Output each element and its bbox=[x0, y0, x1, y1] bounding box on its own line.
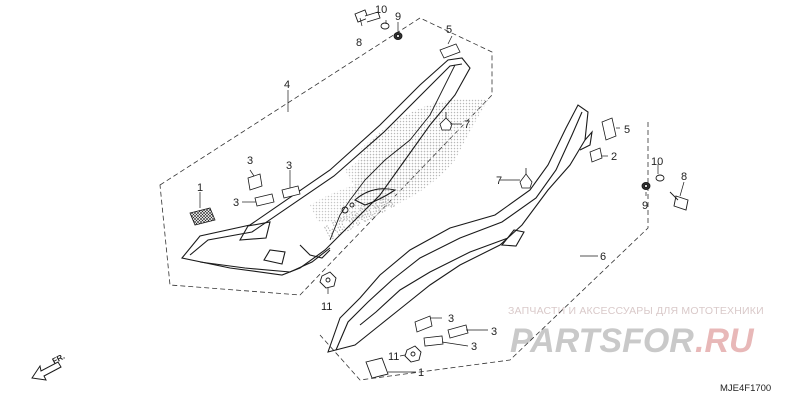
callout-3-e: 3 bbox=[491, 326, 497, 338]
callout-11-left: 11 bbox=[321, 301, 332, 313]
part-3-pad-b bbox=[281, 185, 301, 199]
callout-3-c: 3 bbox=[233, 197, 239, 209]
right-side-cover bbox=[327, 104, 593, 353]
callout-7-mid: 7 bbox=[496, 175, 502, 187]
callout-2: 2 bbox=[611, 151, 617, 163]
honda-wing-emblem: HONDA bbox=[310, 98, 488, 245]
callout-6: 6 bbox=[600, 251, 606, 263]
callout-1-left: 1 bbox=[197, 182, 203, 194]
diagram-code: MJE4F1700 bbox=[720, 383, 771, 394]
callout-3-d: 3 bbox=[448, 313, 454, 325]
part-10-collar-top bbox=[380, 22, 390, 30]
callout-3-f: 3 bbox=[471, 341, 477, 353]
left-side-cover bbox=[181, 57, 471, 276]
callout-4: 4 bbox=[284, 79, 290, 91]
watermark-tagline: ЗАПЧАСТИ И АКСЕССУАРЫ ДЛЯ МОТОТЕХНИКИ bbox=[508, 305, 764, 317]
watermark-brand: PARTSFOR bbox=[510, 322, 694, 360]
front-direction-arrow: FR. bbox=[31, 352, 67, 381]
callout-10-top: 10 bbox=[375, 4, 387, 16]
group-frame-right bbox=[319, 122, 649, 381]
part-5-pad-right bbox=[601, 117, 617, 141]
callout-7-top: 7 bbox=[464, 119, 470, 131]
watermark: ЗАПЧАСТИ И АКСЕССУАРЫ ДЛЯ МОТОТЕХНИКИ PA… bbox=[508, 305, 764, 360]
part-7-clip-mid bbox=[519, 168, 533, 189]
part-7-clip-top bbox=[439, 112, 453, 131]
part-11-nut-bottom bbox=[404, 345, 422, 363]
watermark-brand-suffix: .RU bbox=[695, 322, 755, 360]
callout-9-right: 9 bbox=[642, 200, 648, 212]
callout-3-b: 3 bbox=[286, 160, 292, 172]
part-1-mesh-pad-left bbox=[189, 207, 216, 226]
part-3-pad-e bbox=[447, 324, 469, 339]
callout-10-right: 10 bbox=[651, 156, 663, 168]
callout-11-bottom: 11 bbox=[388, 351, 399, 363]
callout-5-right: 5 bbox=[624, 124, 630, 136]
front-direction-label: FR. bbox=[51, 352, 67, 366]
part-3-pad-d bbox=[414, 315, 433, 333]
part-9-grommet-right bbox=[641, 182, 651, 190]
callout-5-top: 5 bbox=[446, 24, 452, 36]
part-3-pad-a bbox=[247, 173, 263, 191]
part-5-pad-top bbox=[439, 43, 461, 59]
part-2-pad-right bbox=[589, 147, 603, 163]
part-3-pad-f bbox=[423, 335, 444, 347]
callout-1-bottom: 1 bbox=[418, 367, 424, 379]
callout-3-a: 3 bbox=[247, 155, 253, 167]
left-cover-harness bbox=[329, 64, 456, 241]
leader-lines bbox=[199, 17, 685, 373]
part-8-bolt-right bbox=[669, 191, 689, 211]
part-8-bolt-top bbox=[354, 9, 381, 23]
callout-8-right: 8 bbox=[681, 171, 687, 183]
part-11-nut-left bbox=[319, 271, 337, 289]
part-9-grommet-top bbox=[393, 32, 403, 40]
callout-8-top: 8 bbox=[356, 37, 362, 49]
callouts: 1 1 2 3 3 3 3 3 3 4 5 5 6 7 7 8 8 9 9 10… bbox=[197, 4, 687, 379]
part-1-pad-bottom bbox=[365, 357, 389, 379]
callout-9-top: 9 bbox=[395, 11, 401, 23]
part-3-pad-c bbox=[254, 193, 275, 207]
part-10-collar-right bbox=[655, 174, 665, 182]
